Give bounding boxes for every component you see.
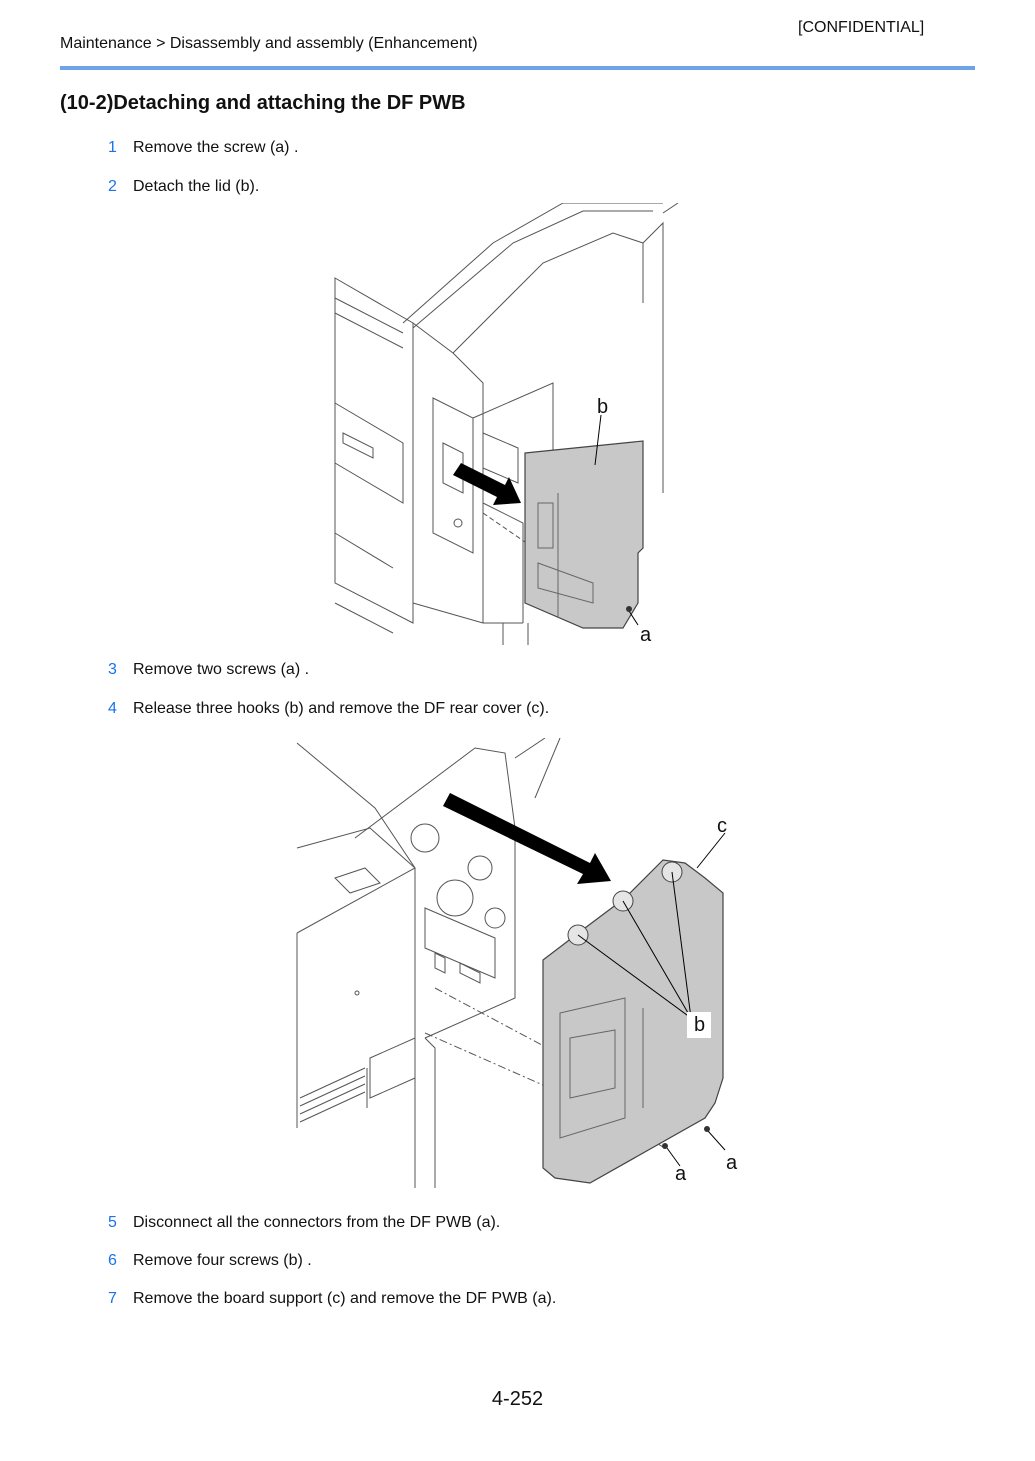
step-text: Remove two screws (a) . (133, 661, 310, 678)
step-number: 5 (108, 1214, 117, 1231)
step-7: 7 Remove the board support (c) and remove… (108, 1290, 556, 1308)
figure-lid-removal: b a (333, 203, 693, 645)
step-3: 3 Remove two screws (a) . (108, 661, 309, 679)
callout-a-right: a (726, 1152, 738, 1174)
breadcrumb: Maintenance > Disassembly and assembly (… (60, 35, 478, 52)
step-text: Remove the screw (a) . (133, 139, 299, 156)
lid-removal-illustration: b a (334, 203, 679, 645)
page-number: 4-252 (491, 1388, 544, 1410)
step-1: 1 Remove the screw (a) . (108, 139, 298, 157)
step-number: 4 (108, 700, 117, 717)
callout-a-left: a (675, 1163, 687, 1185)
section-title: (10-2)Detaching and attaching the DF PWB (60, 92, 466, 114)
step-4: 4 Release three hooks (b) and remove the … (108, 700, 549, 718)
figure-rear-cover-removal: c b a a (295, 738, 745, 1188)
step-number: 3 (108, 661, 117, 678)
step-2: 2 Detach the lid (b). (108, 178, 259, 196)
step-text: Release three hooks (b) and remove the D… (133, 700, 550, 717)
header-rule (60, 66, 975, 70)
step-5: 5 Disconnect all the connectors from the … (108, 1214, 500, 1232)
callout-a: a (640, 624, 652, 645)
step-text: Remove the board support (c) and remove … (133, 1290, 557, 1307)
confidential-label: [CONFIDENTIAL] (798, 19, 925, 36)
callout-b: b (597, 396, 608, 418)
step-text: Detach the lid (b). (133, 178, 260, 195)
step-number: 1 (108, 139, 117, 156)
rear-cover-illustration: c b a a (296, 738, 738, 1188)
callout-c: c (717, 815, 727, 837)
step-number: 2 (108, 178, 117, 195)
step-number: 7 (108, 1290, 117, 1307)
step-6: 6 Remove four screws (b) . (108, 1252, 312, 1270)
callout-b: b (694, 1014, 705, 1036)
step-number: 6 (108, 1252, 117, 1269)
step-text: Remove four screws (b) . (133, 1252, 312, 1269)
step-text: Disconnect all the connectors from the D… (133, 1214, 501, 1231)
